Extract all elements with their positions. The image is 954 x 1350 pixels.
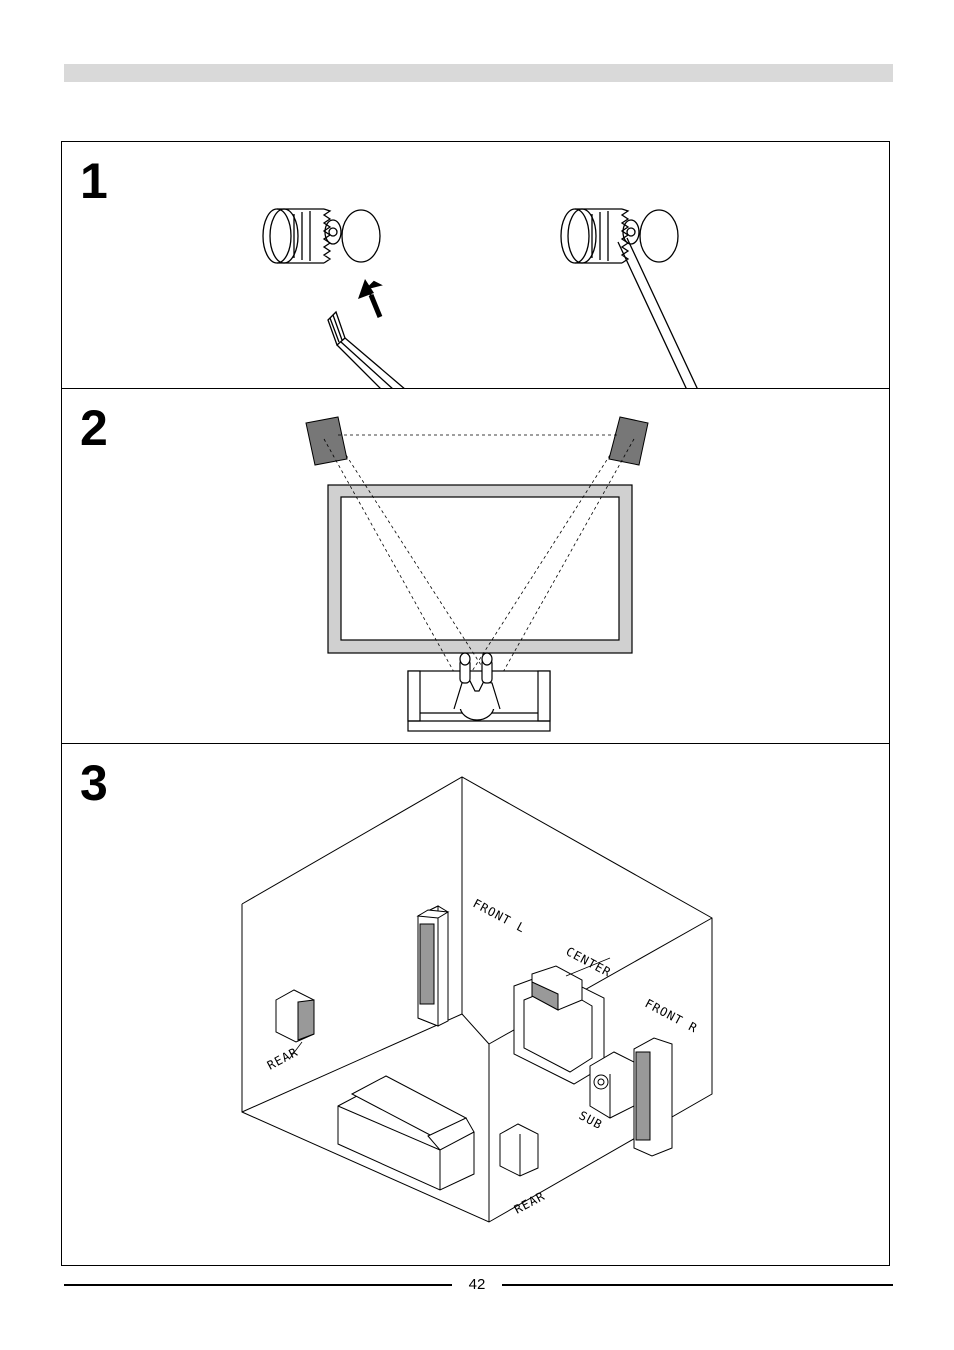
front-left-speaker xyxy=(418,906,448,1026)
footer-line-left xyxy=(64,1284,452,1286)
wire-connection-illustration xyxy=(62,142,891,390)
speaker-placement-diagram xyxy=(62,389,891,745)
left-speaker xyxy=(306,417,347,465)
footer-line-right xyxy=(502,1284,893,1286)
step-3-panel: 3 xyxy=(61,743,890,1266)
binding-post-connected xyxy=(561,209,698,390)
stripped-wire xyxy=(328,312,406,390)
tv-screen xyxy=(341,497,619,640)
sofa xyxy=(338,1076,474,1190)
right-speaker xyxy=(609,417,648,465)
step-2-panel: 2 xyxy=(61,388,890,744)
page-number: 42 xyxy=(452,1276,502,1293)
front-l-label: FRONT L xyxy=(471,896,528,935)
subwoofer xyxy=(590,1052,634,1118)
rear-left-speaker xyxy=(276,990,314,1042)
step-1-panel: 1 xyxy=(61,141,890,389)
rear-right-speaker xyxy=(500,1124,538,1176)
front-right-speaker xyxy=(634,1038,672,1156)
binding-post-open xyxy=(263,209,380,263)
room-layout-diagram: FRONT L CENTER FRONT R REAR REAR SUB xyxy=(62,744,891,1267)
rear-left-label: REAR xyxy=(265,1045,301,1073)
rear-right-label: REAR xyxy=(512,1189,548,1217)
header-bar xyxy=(64,64,893,82)
front-r-label: FRONT R xyxy=(643,996,700,1035)
